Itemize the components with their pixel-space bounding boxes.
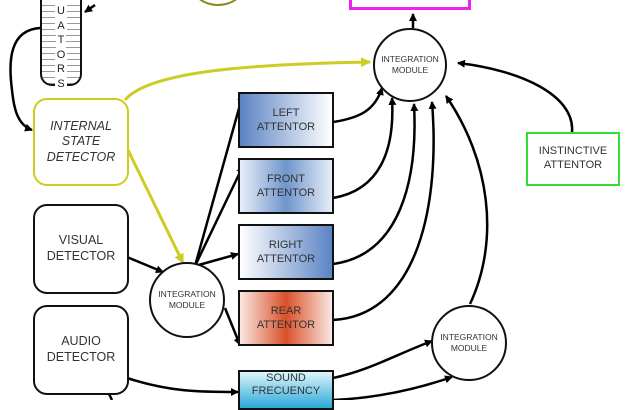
node-label-line: FRECUENCY: [251, 384, 321, 397]
integration-module-left: INTEGRATION MODULE: [149, 262, 225, 338]
right-attentor-node: RIGHT ATTENTOR: [238, 224, 334, 280]
arrow-visual-to-integration: [126, 255, 164, 274]
node-label-line: INTEGRATION: [158, 288, 216, 299]
arrow-right-attentor-to-top-integration: [332, 103, 419, 266]
left-attentor-node: LEFT ATTENTOR: [238, 92, 334, 148]
node-label-line: RIGHT: [268, 238, 304, 251]
actuator-letter: R: [55, 62, 67, 77]
arrow-into-actuators: [84, 3, 96, 14]
arrow-sound-to-right-integration: [332, 375, 453, 400]
node-label-line: VISUAL: [58, 233, 104, 248]
top-output-box: [349, 0, 471, 10]
arrow-integration-to-left-attentor: [193, 93, 245, 267]
arrow-actuators-to-internal-state: [9, 26, 41, 132]
node-label-line: ATTENTOR: [256, 253, 316, 265]
visual-detector-node: VISUAL DETECTOR: [33, 204, 129, 294]
actuator-letter: S: [55, 76, 67, 91]
arrow-integration-to-rear-attentor: [223, 307, 242, 346]
node-label-line: INTEGRATION: [440, 331, 498, 342]
actuator-letter: T: [55, 33, 67, 48]
node-label-line: DETECTOR: [46, 350, 116, 364]
arrow-rear-attentor-to-top-integration: [332, 101, 437, 322]
arrow-front-attentor-to-top-integration: [332, 97, 397, 200]
node-label-line: ATTENTOR: [543, 159, 603, 171]
arrow-integration-to-right-attentor: [194, 252, 239, 268]
node-label-line: MODULE: [168, 300, 206, 310]
node-label-line: INTERNAL: [50, 118, 112, 133]
sound-frequency-node: SOUND FRECUENCY: [238, 370, 334, 410]
actuator-letter: O: [54, 47, 68, 62]
actuator-letter: A: [55, 18, 67, 33]
arrow-internal-state-to-left-integration: [126, 149, 185, 264]
rear-attentor-node: REAR ATTENTOR: [238, 290, 334, 346]
node-label-line: DETECTOR: [46, 149, 116, 164]
internal-state-detector-node: INTERNAL STATE DETECTOR: [33, 98, 129, 186]
actuators-node: U A T O R S: [40, 0, 82, 91]
arrow-instinctive-to-top-integration: [457, 59, 574, 133]
node-label-line: AUDIO: [61, 334, 101, 349]
connection-arrows: [9, 3, 574, 400]
node-label-line: REAR: [270, 304, 302, 317]
arrow-internal-state-to-top-integration: [123, 57, 371, 101]
node-label-line: MODULE: [450, 343, 488, 353]
node-label-line: ATTENTOR: [256, 319, 316, 331]
arrow-left-attentor-to-top-integration: [332, 87, 384, 124]
arrow-rear-to-right-integration: [332, 339, 433, 380]
front-attentor-node: FRONT ATTENTOR: [238, 158, 334, 214]
arrow-audio-to-sound-frequency: [126, 376, 239, 396]
node-label-line: ATTENTOR: [256, 187, 316, 199]
node-label-line: STATE: [61, 134, 101, 149]
arrow-right-integration-to-top-integration: [444, 95, 489, 305]
node-label-line: FRONT: [267, 172, 305, 185]
node-label-line: INSTINCTIVE: [538, 145, 608, 158]
node-label-line: ATTENTOR: [256, 121, 316, 133]
integration-module-top: INTEGRATION MODULE: [373, 28, 447, 102]
instinctive-attentor-node: INSTINCTIVE ATTENTOR: [526, 132, 620, 186]
actuator-letter: U: [55, 4, 67, 19]
node-label-line: SOUND: [266, 372, 306, 384]
node-label-line: DETECTOR: [46, 249, 116, 263]
node-label-line: INTEGRATION: [381, 53, 439, 64]
integration-module-right: INTEGRATION MODULE: [431, 305, 507, 381]
node-label-line: LEFT: [272, 106, 300, 119]
arrow-integration-to-front-attentor: [193, 165, 245, 267]
audio-detector-node: AUDIO DETECTOR: [33, 305, 129, 395]
node-label-line: MODULE: [391, 65, 429, 75]
